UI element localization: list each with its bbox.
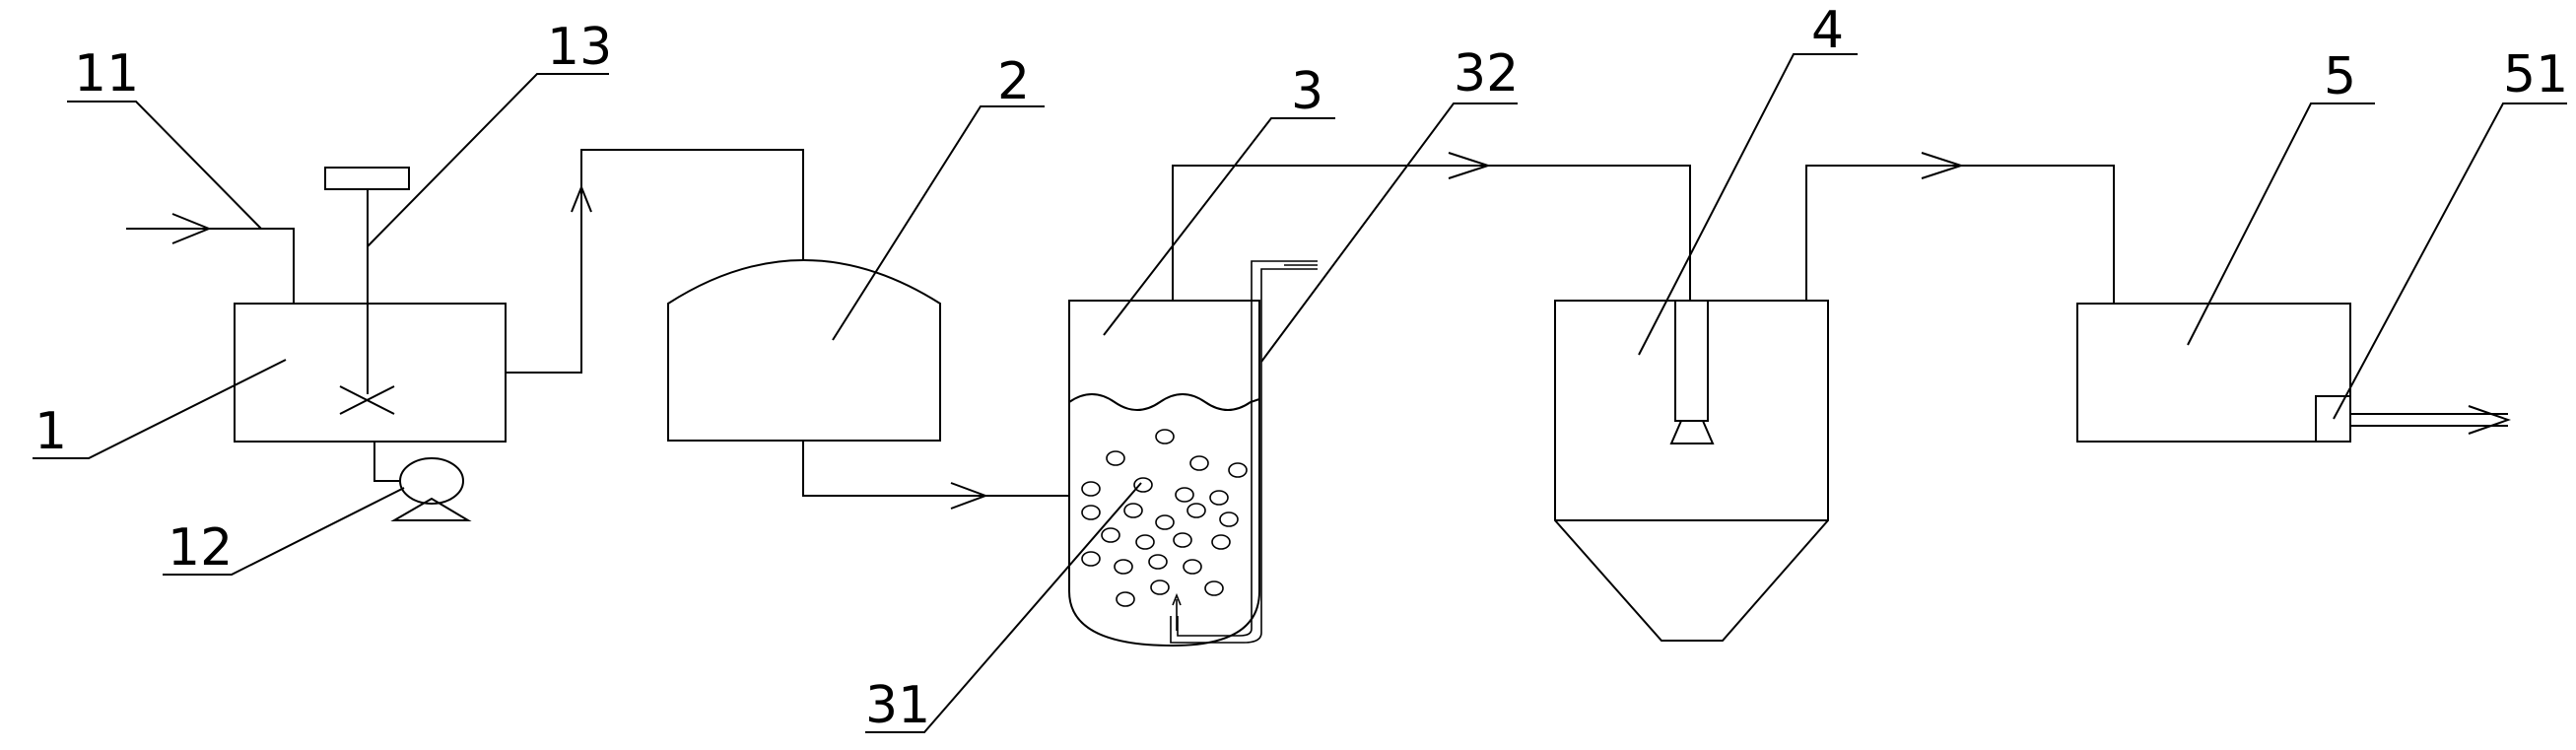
aeration-pipe-32 [1170,260,1318,644]
pipe-3-to-4 [1172,152,1691,301]
liquid-surface [1068,393,1260,411]
label-13: 13 [547,18,612,77]
outlet-arrow [2468,405,2512,435]
outlet-51 [2315,395,2351,443]
label-3: 3 [1291,62,1323,121]
reactor-3 [1068,260,1318,648]
label-2: 2 [997,52,1030,111]
domed-tank-2 [667,259,941,442]
tank-5 [2076,303,2512,443]
label-31: 31 [865,676,930,735]
label-32: 32 [1454,44,1519,103]
center-feed-well [1674,300,1709,422]
labels: 11 13 1 12 2 3 32 31 4 5 51 [34,1,2568,735]
inlet-arrow [171,213,212,244]
flow-arrow-right [950,482,988,510]
flow-arrow-right [1921,152,1965,179]
mixing-tank-1 [234,167,507,443]
label-4: 4 [1811,1,1844,60]
pipe-2-to-3 [802,441,1069,510]
label-5: 5 [2324,47,2356,106]
inlet-pipe-11 [126,213,295,304]
pipe-4-to-5 [1805,152,2115,304]
label-51: 51 [2503,45,2568,104]
bubbles-31 [1081,429,1248,607]
flow-arrow-up [571,184,592,213]
agitator-motor [324,167,410,190]
settling-tank-4 [1554,300,1829,642]
pipe-1-to-2 [506,149,804,374]
pump-12 [373,442,472,521]
label-11: 11 [74,44,139,103]
label-12: 12 [168,518,233,578]
leader-lines [33,53,2567,733]
distribution-nozzle [1669,420,1715,444]
label-1: 1 [34,402,67,461]
flow-arrow-right [1448,152,1492,179]
